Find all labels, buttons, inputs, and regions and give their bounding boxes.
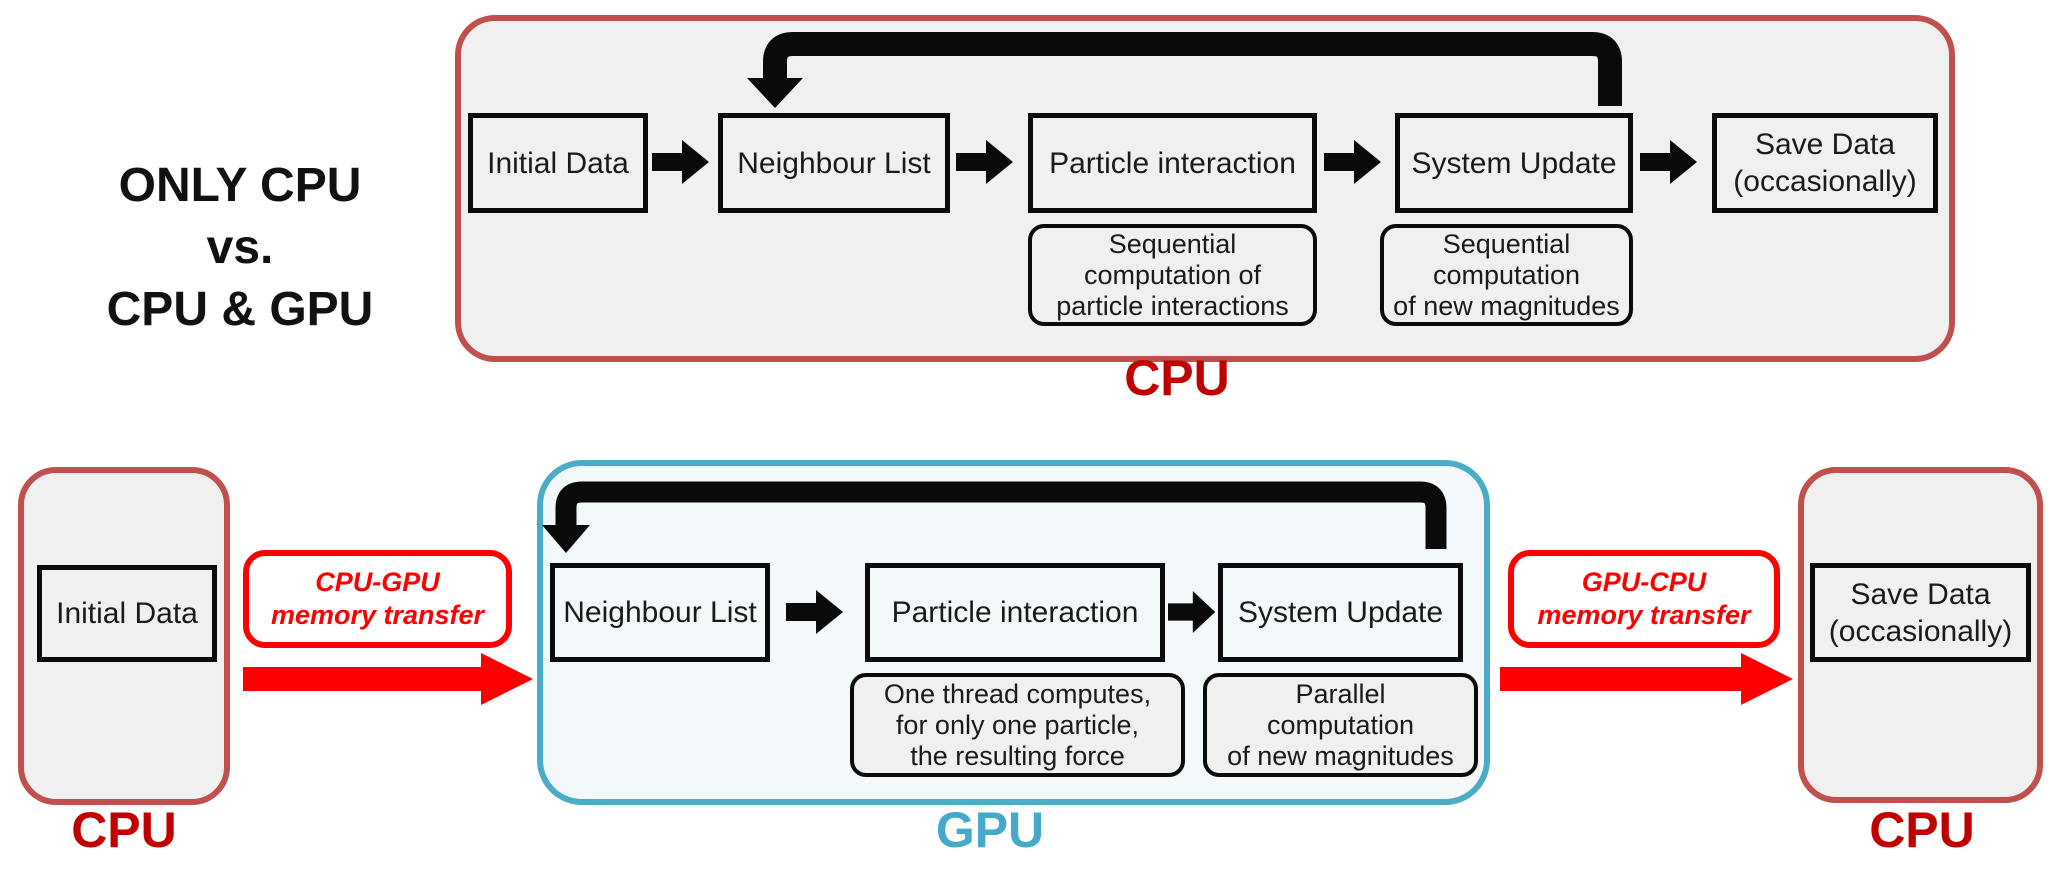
flow-arrow-icon [652, 140, 709, 184]
flow-box-neighbour-list-gpu: Neighbour List [550, 563, 770, 662]
note-sequential-particle-interactions: Sequential computation of particle inter… [1028, 224, 1317, 326]
note-line: Parallel [1295, 678, 1386, 709]
note-line: the resulting force [910, 740, 1125, 771]
heading-line-3: CPU & GPU [106, 283, 374, 336]
flow-arrow-icon [1324, 140, 1381, 184]
comparison-heading: ONLY CPU vs. CPU & GPU [55, 155, 425, 341]
transfer-arrow-cpu-gpu-icon [243, 653, 533, 705]
note-line: of new magnitudes [1393, 290, 1620, 321]
note-line: Sequential [1442, 228, 1571, 259]
flow-box-particle-interaction: Particle interaction [1028, 113, 1317, 213]
flow-box-label: System Update [1411, 146, 1617, 180]
heading-line-2: vs. [206, 221, 274, 274]
flow-box-label: Initial Data [487, 146, 629, 180]
note-line: One thread computes, [883, 678, 1152, 709]
transfer-label-line: GPU-CPU [1581, 567, 1707, 597]
flow-box-particle-interaction-gpu: Particle interaction [865, 563, 1165, 662]
flow-box-label: System Update [1237, 596, 1444, 629]
flow-arrow-icon [786, 590, 843, 634]
note-line: computation [1266, 709, 1415, 740]
note-sequential-new-magnitudes: Sequential computation of new magnitudes [1380, 224, 1633, 326]
flow-box-label: (occasionally) [1733, 165, 1917, 198]
flow-box-label: Neighbour List [737, 146, 931, 180]
note-line: particle interactions [1056, 290, 1289, 321]
flow-arrow-icon [1168, 590, 1216, 634]
flow-box-label: Save Data [1850, 577, 1991, 611]
transfer-arrow-gpu-cpu-icon [1500, 653, 1793, 705]
flow-box-initial-data: Initial Data [468, 113, 648, 213]
flow-box-label: Neighbour List [563, 596, 757, 629]
flow-box-label: Save Data [1754, 128, 1896, 161]
flow-box-label: Initial Data [56, 597, 198, 630]
transfer-box-gpu-cpu: GPU-CPU memory transfer [1508, 550, 1780, 648]
note-parallel-computation: Parallel computation of new magnitudes [1203, 673, 1478, 777]
flow-box-save-data-bottom: Save Data (occasionally) [1810, 563, 2031, 662]
flow-box-neighbour-list: Neighbour List [718, 113, 950, 213]
note-one-thread: One thread computes, for only one partic… [850, 673, 1185, 777]
feedback-loop-arrow-icon [747, 32, 1622, 108]
note-line: computation of [1083, 259, 1262, 290]
flow-arrow-icon [956, 140, 1013, 184]
gpu-label: GPU [935, 802, 1045, 858]
note-line: of new magnitudes [1227, 740, 1454, 771]
flow-box-label: (occasionally) [1828, 614, 2013, 648]
cpu-label-right: CPU [1869, 802, 1975, 858]
flow-box-initial-data-bottom: Initial Data [37, 565, 217, 662]
flow-box-system-update: System Update [1395, 113, 1633, 213]
note-line: for only one particle, [895, 709, 1140, 740]
cpu-label-left: CPU [71, 802, 177, 858]
note-line: computation [1432, 259, 1581, 290]
flow-box-save-data: Save Data (occasionally) [1712, 113, 1938, 213]
flow-arrow-icon [1640, 140, 1697, 184]
flow-box-system-update-gpu: System Update [1218, 563, 1463, 662]
cpu-label-top: CPU [1124, 350, 1230, 406]
transfer-label-line: CPU-GPU [315, 567, 440, 597]
flow-box-label: Particle interaction [891, 596, 1139, 629]
flow-box-label: Particle interaction [1049, 146, 1296, 180]
transfer-label-line: memory transfer [270, 600, 485, 630]
heading-line-1: ONLY CPU [118, 159, 362, 212]
transfer-box-cpu-gpu: CPU-GPU memory transfer [243, 550, 512, 648]
transfer-label-line: memory transfer [1537, 600, 1751, 630]
note-line: Sequential [1108, 228, 1237, 259]
gpu-feedback-loop-arrow-icon [542, 481, 1447, 553]
